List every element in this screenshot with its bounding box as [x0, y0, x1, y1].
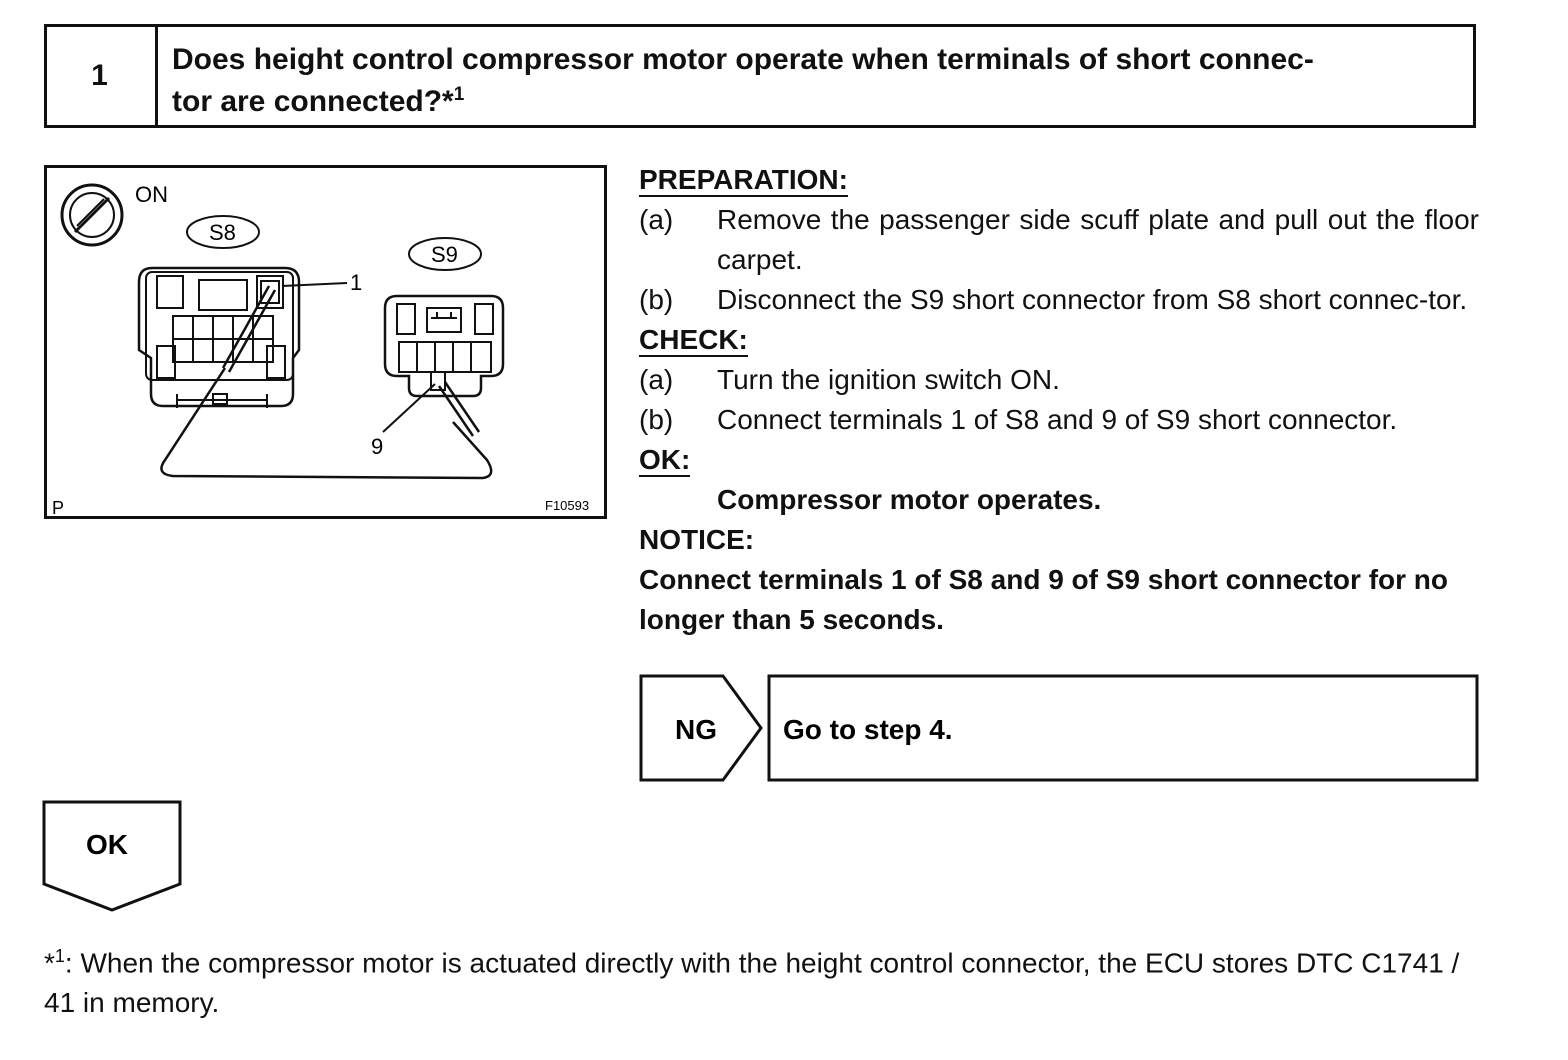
s8-label-ellipse [186, 215, 260, 249]
step-question: Does height control compressor motor ope… [172, 42, 1462, 119]
terminal-9-label: 9 [371, 434, 383, 459]
item-label: (b) [639, 404, 674, 435]
ng-label: NG [675, 714, 717, 745]
preparation-heading: PREPARATION: [639, 164, 848, 197]
item-label: (a) [639, 364, 674, 395]
ok-result: Compressor motor operates. [717, 484, 1102, 515]
ok-arrow: OK [42, 800, 182, 912]
item-label: (b) [639, 284, 674, 315]
item-text: Disconnect the S9 short connector from S… [717, 284, 1468, 315]
step-question-line2: tor are connected?*1 [172, 77, 1462, 119]
footnote-ref: 1 [453, 84, 465, 105]
footnote-text: : When the compressor motor is actuated … [44, 947, 1460, 1019]
jumper-wire [160, 285, 493, 480]
ng-action: Go to step 4. [783, 714, 953, 745]
notice-heading: NOTICE: [639, 524, 755, 555]
check-item: (b) Connect terminals 1 of S8 and 9 of S… [639, 400, 1479, 440]
item-label: (a) [639, 204, 674, 235]
item-text: Remove the passenger side scuff plate an… [717, 204, 1479, 275]
preparation-item: (b) Disconnect the S9 short connector fr… [639, 280, 1479, 320]
step-header-box [44, 24, 1476, 128]
item-text: Turn the ignition switch ON. [717, 364, 1060, 395]
check-item: (a) Turn the ignition switch ON. [639, 360, 1479, 400]
footnote-sup: 1 [54, 946, 65, 966]
ng-arrow-shape [639, 674, 763, 782]
notice-text: Connect terminals 1 of S8 and 9 of S9 sh… [639, 564, 1449, 635]
footnote: *1: When the compressor motor is actuate… [44, 936, 1484, 1023]
s9-connector [383, 294, 505, 398]
s8-connector [137, 266, 301, 408]
step-question-line1: Does height control compressor motor ope… [172, 43, 1314, 76]
figure-corner-code: P [52, 498, 64, 516]
ok-heading: OK: [639, 444, 691, 477]
footnote-marker: * [44, 947, 55, 979]
ignition-on-label: ON [135, 182, 168, 207]
s9-label-ellipse [408, 237, 482, 271]
check-heading: CHECK: [639, 324, 748, 357]
ok-arrow-label: OK [86, 829, 128, 860]
figure-id: F10593 [545, 498, 589, 513]
connector-figure: ON S8 S9 1 9 P F10593 [44, 165, 607, 519]
item-text: Connect terminals 1 of S8 and 9 of S9 sh… [717, 404, 1398, 435]
ng-flow: NG Go to step 4. [639, 674, 1479, 782]
ok-arrow-shape [42, 800, 182, 912]
step-number: 1 [44, 24, 158, 128]
ignition-switch-icon [60, 183, 124, 247]
ng-action-box [767, 674, 1479, 782]
instructions: PREPARATION: (a) Remove the passenger si… [639, 160, 1479, 640]
connector-diagram: ON S8 S9 1 9 P F10593 [52, 182, 589, 516]
terminal-1-label: 1 [350, 270, 362, 295]
step-question-line2-text: tor are connected?* [172, 85, 454, 118]
preparation-item: (a) Remove the passenger side scuff plat… [639, 200, 1479, 280]
s9-label: S9 [431, 242, 458, 267]
s8-label: S8 [209, 220, 236, 245]
